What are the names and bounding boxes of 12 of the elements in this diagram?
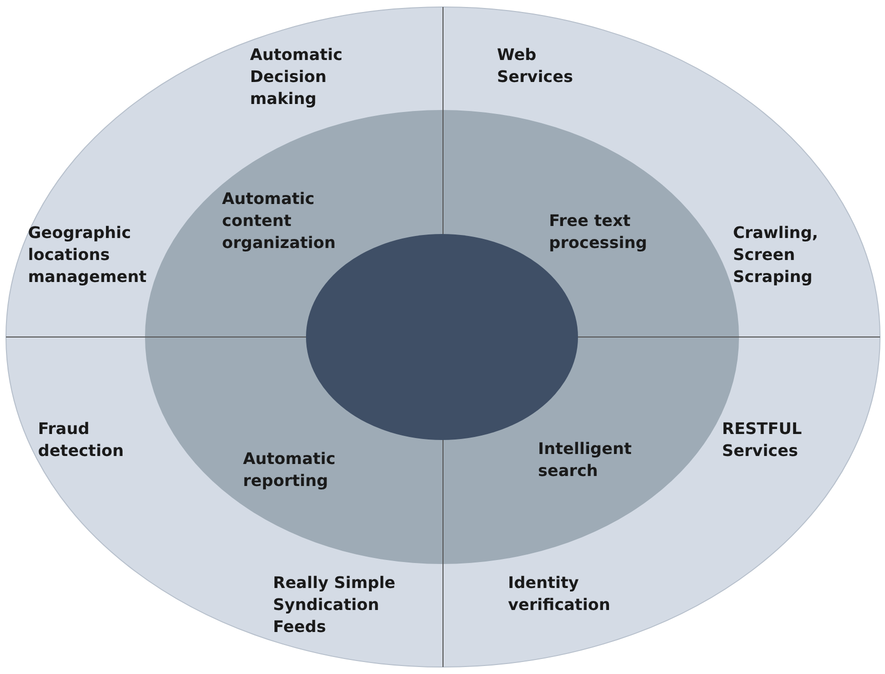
region-label: RESTFUL Services xyxy=(722,418,803,462)
region-label: Automatic reporting xyxy=(243,448,336,492)
region-label: Fraud detection xyxy=(38,418,125,462)
region-label: Web Services xyxy=(497,44,574,88)
region-label: Crawling, Screen Scraping xyxy=(733,222,820,288)
region-label: Automatic content organization xyxy=(222,188,337,254)
region-label: Geographic locations management xyxy=(28,222,148,288)
region-label: Identity verification xyxy=(508,572,612,616)
region-label: Automatic Decision making xyxy=(250,44,344,110)
region-label: Free text processing xyxy=(549,210,648,254)
region-label: Really Simple Syndication Feeds xyxy=(273,572,396,638)
region-label: Intelligent search xyxy=(538,438,633,482)
